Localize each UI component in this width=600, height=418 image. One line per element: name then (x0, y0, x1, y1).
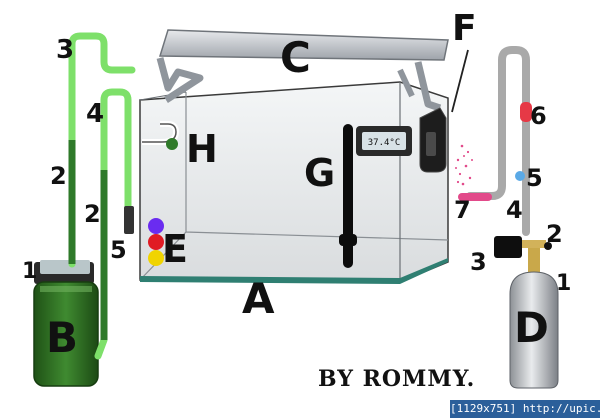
label-4-right: 4 (506, 196, 523, 224)
inline-heater (124, 206, 134, 234)
label-2-right: 2 (546, 220, 563, 248)
outflow-pipe (142, 121, 180, 150)
label-g: G (304, 151, 335, 195)
colored-balls (148, 218, 164, 266)
label-a: A (242, 274, 275, 323)
label-f: F (452, 8, 477, 49)
label-6-right: 6 (530, 102, 547, 130)
label-b: B (46, 313, 78, 362)
co2-cylinder (494, 236, 559, 389)
author-credit: BY ROMMY. (318, 366, 476, 392)
label-5-right: 5 (526, 164, 543, 192)
label-c: C (280, 33, 311, 82)
bubble-counter (520, 102, 532, 122)
label-3-right: 3 (470, 248, 487, 276)
light-hood (156, 29, 449, 112)
label-1-right: 1 (556, 271, 571, 296)
filter-hoses (68, 32, 136, 360)
label-5-left: 5 (110, 236, 127, 264)
heater (339, 124, 412, 268)
label-e: E (162, 227, 188, 271)
check-valve (515, 171, 525, 181)
diffuser (458, 193, 492, 201)
label-2-left-b: 2 (84, 200, 101, 228)
label-1-left: 1 (22, 259, 37, 284)
label-h: H (186, 127, 218, 171)
label-2-left-a: 2 (50, 162, 67, 190)
co2-tubing (458, 46, 532, 236)
canister-filter (33, 260, 99, 387)
label-7-right: 7 (454, 196, 471, 224)
hang-on-device (419, 49, 469, 173)
co2-bubbles (455, 144, 473, 186)
image-host-footer: [1129x751] http://upic.me/ (450, 400, 600, 418)
thermometer-readout: 37.4°C (368, 138, 401, 148)
label-3-left: 3 (56, 35, 74, 65)
label-d: D (514, 303, 549, 352)
label-4-left: 4 (86, 99, 104, 129)
